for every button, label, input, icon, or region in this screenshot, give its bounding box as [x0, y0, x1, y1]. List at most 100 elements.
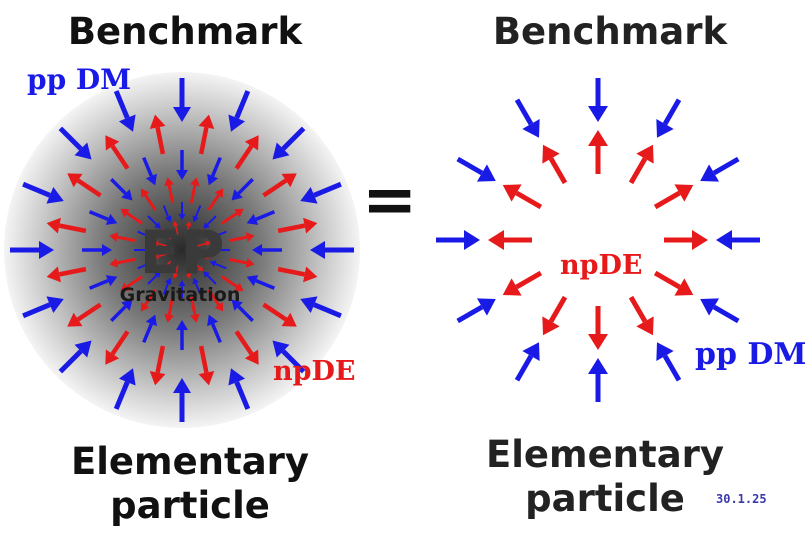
left-inward-arrow [110, 299, 133, 322]
right-bottom-line1: Elementary [485, 433, 725, 476]
left-bottom-line2: particle [110, 484, 270, 527]
left-inward-arrow-shaft [137, 262, 150, 270]
left-outward-arrow [207, 289, 224, 312]
left-inward-arrow [212, 246, 230, 254]
left-inward-arrow-shaft [206, 274, 217, 285]
left-outward-arrow-shaft [163, 231, 172, 240]
left-outward-arrow-head [303, 266, 318, 283]
left-pp-dm-label: pp DM [27, 63, 132, 96]
right-inward-arrow-shaft [514, 98, 534, 126]
right-inward-arrow-head [656, 118, 674, 138]
left-outward-arrow-shaft [189, 296, 197, 316]
left-inward-arrow-shaft [137, 230, 150, 238]
left-inward-arrow-head [231, 189, 243, 201]
left-outward-arrow-head [160, 265, 167, 272]
left-outward-arrow-head [153, 240, 159, 247]
left-outward-arrow-head [172, 221, 179, 227]
left-outward-arrow-head [164, 313, 175, 323]
right-title: Benchmark [492, 10, 728, 53]
left-inward-arrow-head [228, 368, 246, 386]
right-inward-arrow-head [588, 358, 608, 374]
right-inward-arrow [514, 342, 540, 382]
left-inward-arrow-head [212, 246, 218, 254]
left-inward-arrow [88, 210, 118, 225]
date-stamp: 30.1.25 [716, 492, 767, 506]
left-outward-arrow-head [109, 257, 119, 268]
left-outward-arrow [198, 114, 215, 155]
left-outward-arrow-shaft [126, 275, 143, 288]
left-inward-arrow-shaft [147, 215, 158, 226]
left-inward-arrow-shaft [162, 205, 170, 218]
left-outward-arrow [262, 173, 297, 198]
left-outward-arrow [67, 302, 102, 327]
right-outward-arrow-head [588, 334, 608, 350]
left-inward-arrow [147, 271, 161, 285]
right-inward-arrow-head [476, 164, 496, 182]
left-inward-arrow-head [164, 277, 172, 285]
left-outward-arrow-head [244, 135, 259, 151]
left-outward-arrow-shaft [234, 330, 254, 356]
right-inward-arrow-head [700, 164, 720, 182]
left-outward-arrow-shaft [58, 266, 87, 277]
left-inward-arrow-shaft [194, 205, 202, 218]
left-outward-arrow [109, 232, 136, 243]
left-inward-arrow [246, 210, 276, 225]
left-inward-arrow [88, 275, 118, 290]
left-inward-arrow [162, 205, 172, 223]
right-inward-arrow-head [700, 298, 720, 316]
right-outward-arrow-head [636, 316, 654, 336]
left-outward-arrow-shaft [167, 184, 175, 204]
right-outward-arrow [542, 144, 568, 185]
left-outward-arrow [277, 217, 318, 234]
left-outward-arrow-head [67, 312, 83, 327]
left-inward-arrow-shaft [142, 323, 154, 344]
left-inward-arrow [207, 314, 222, 344]
left-inward-arrow [142, 156, 157, 186]
left-outward-arrow [277, 266, 318, 283]
right-inward-arrow-shaft [456, 156, 484, 176]
left-inward-arrow [209, 260, 227, 270]
left-outward-arrow [105, 330, 130, 365]
right-outward-arrow-shaft [628, 157, 648, 185]
left-inward-arrow-head [146, 246, 152, 254]
left-inward-arrow [300, 181, 342, 204]
left-inward-arrow [203, 271, 217, 285]
left-inward-arrow [176, 150, 188, 180]
left-inward-arrow-head [121, 299, 133, 311]
left-inward-arrow-shaft [210, 156, 222, 177]
left-inward-arrow-shaft [162, 282, 170, 295]
left-outward-arrow [164, 177, 175, 204]
left-outward-arrow-head [244, 349, 259, 365]
left-inward-arrow [113, 368, 136, 410]
left-inward-arrow [134, 246, 152, 254]
left-inward-arrow [173, 378, 191, 422]
left-outward-arrow-head [198, 114, 215, 129]
left-outward-arrow-shaft [144, 194, 157, 211]
left-inward-arrow-head [147, 260, 155, 268]
right-inward-arrow-shaft [712, 304, 740, 324]
right-inward-arrow [656, 342, 682, 382]
right-outward-arrow-shaft [653, 270, 681, 290]
right-outward-arrow-head [488, 230, 504, 250]
left-outward-arrow-head [109, 232, 119, 243]
right-outward-arrow [502, 184, 543, 210]
left-outward-arrow-shaft [277, 223, 306, 234]
left-outward-arrow-shaft [228, 235, 248, 243]
left-outward-arrow [160, 228, 172, 240]
left-outward-arrow-shaft [76, 302, 102, 322]
left-inward-arrow-head [173, 107, 191, 122]
left-outward-arrow-shaft [198, 345, 209, 374]
left-outward-arrow [197, 240, 211, 247]
equals-sign: = [362, 161, 418, 238]
left-inward-arrow-shaft [214, 262, 227, 270]
left-outward-arrow-shaft [262, 302, 288, 322]
left-inward-arrow-head [228, 114, 246, 132]
left-outward-arrow-shaft [58, 223, 87, 234]
left-outward-arrow [164, 296, 175, 323]
left-inward-arrow [228, 90, 251, 132]
left-inward-arrow [231, 299, 254, 322]
left-inward-arrow [178, 202, 186, 220]
left-outward-arrow-shaft [110, 144, 130, 170]
right-inward-arrow-shaft [662, 354, 682, 382]
